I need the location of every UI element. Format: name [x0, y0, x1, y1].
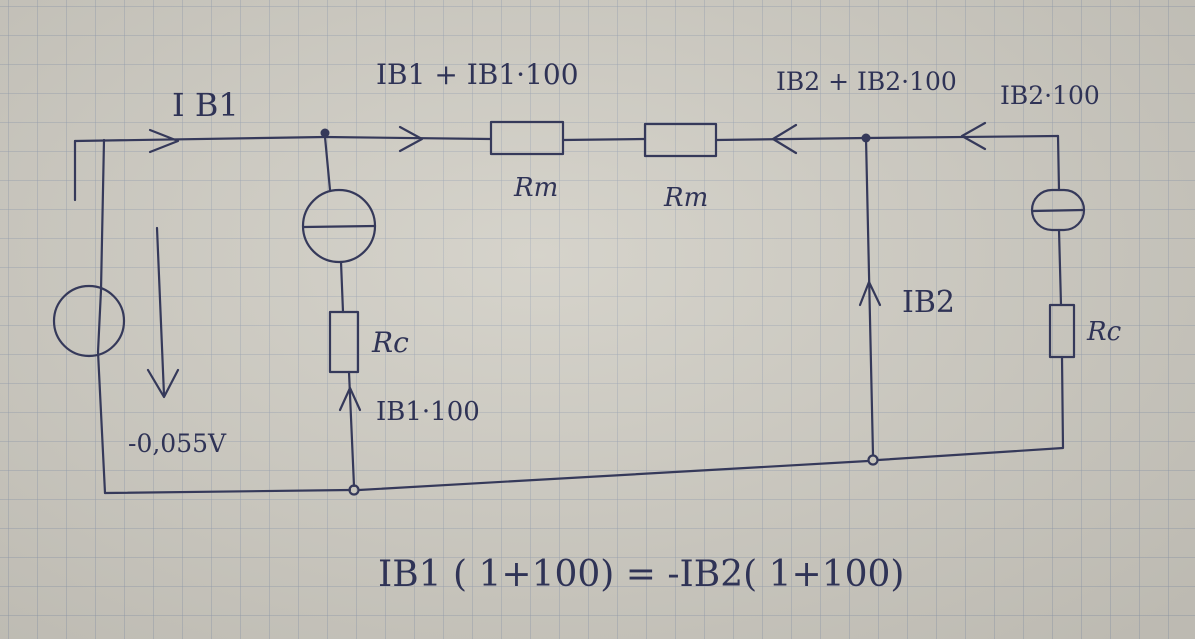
label-rm-right: Rm [663, 183, 708, 213]
current-source-right [1030, 188, 1086, 307]
label-ib1-top: IB1 + IB1·100 [376, 58, 579, 91]
current-source-left [301, 135, 377, 314]
label-ib2-vertical: IB2 [902, 285, 955, 320]
arrow-right-left [960, 121, 987, 151]
wire-right-lower [876, 355, 1065, 462]
wire-top-left [73, 135, 868, 202]
equation-text: IB1 ( 1+100) = -IB2( 1+100) [378, 554, 904, 595]
resistor-rc-left [328, 310, 360, 374]
arrow-ib1-100-up [338, 386, 362, 412]
junction-node-top-left [320, 128, 330, 138]
label-ib2-100-right: IB2·100 [1000, 81, 1100, 110]
resistor-rm-right [643, 122, 718, 158]
wire-middle-vertical [864, 136, 875, 457]
label-rm-left: Rm [513, 173, 558, 203]
wire-bottom [103, 459, 870, 495]
arrow-ib2-up [858, 280, 882, 307]
label-ib1-100: IB1·100 [376, 397, 480, 427]
label-ib2-top: IB2 + IB2·100 [776, 67, 957, 96]
wire-top-right [864, 134, 1061, 192]
arrow-top-right [398, 125, 424, 153]
resistor-rc-right [1048, 303, 1076, 359]
label-rc-left: Rc [371, 326, 409, 359]
arrow-voltage-down [146, 226, 180, 399]
arrow-ib1-right [148, 128, 180, 154]
wire-left-vertical [96, 138, 107, 495]
label-rc-right: Rc [1086, 317, 1122, 347]
arrow-top-left [771, 123, 798, 155]
label-ib1-left: I B1 [172, 86, 239, 124]
resistor-rm-left [489, 120, 565, 156]
junction-node-bottom-right [867, 454, 879, 466]
label-voltage: -0,055V [128, 429, 227, 458]
voltage-source-left [52, 284, 126, 358]
